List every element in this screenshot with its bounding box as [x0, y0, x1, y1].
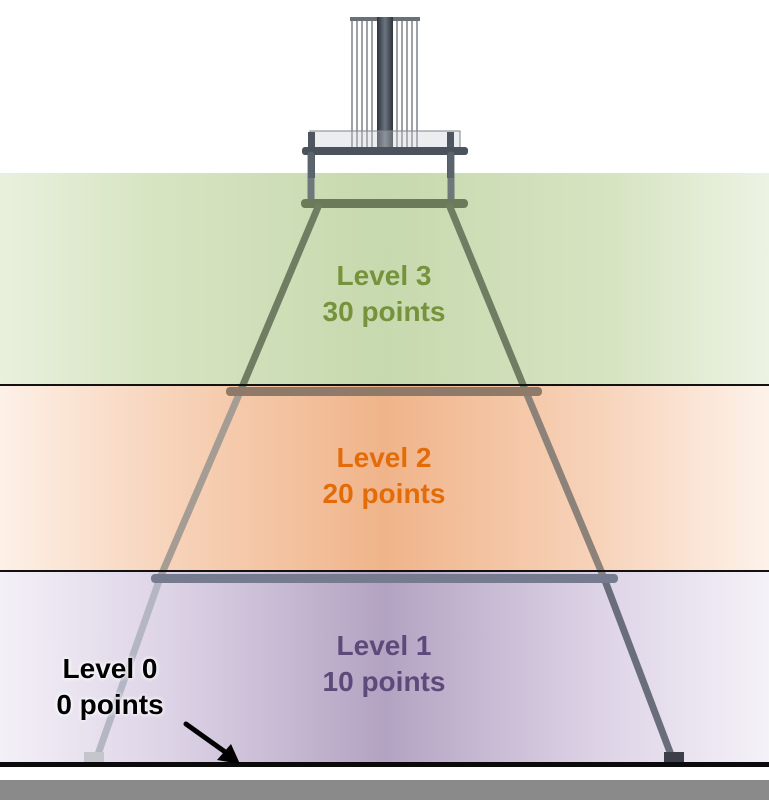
level-2-label: Level 2 20 points [234, 440, 534, 513]
level-0-name: Level 0 [62, 653, 158, 684]
level-2-1-boundary [0, 570, 769, 572]
ground-line [0, 762, 769, 767]
level-2-name: Level 2 [336, 442, 432, 473]
level-0-label: Level 0 0 points [30, 651, 190, 724]
level-3-zone [0, 173, 769, 385]
level-0-points: 0 points [56, 689, 164, 721]
footer-bar [0, 780, 769, 800]
level-2-zone [0, 385, 769, 571]
chain-assembly-icon [351, 20, 418, 150]
level-3-label: Level 3 30 points [234, 258, 534, 331]
level-1-label: Level 1 10 points [234, 628, 534, 701]
level-3-2-boundary [0, 384, 769, 386]
arrow-icon [183, 721, 240, 764]
level-3-points: 30 points [322, 296, 446, 328]
level-1-name: Level 1 [336, 630, 432, 661]
level-2-points: 20 points [322, 478, 446, 510]
level-1-points: 10 points [322, 666, 446, 698]
level-3-name: Level 3 [336, 260, 432, 291]
